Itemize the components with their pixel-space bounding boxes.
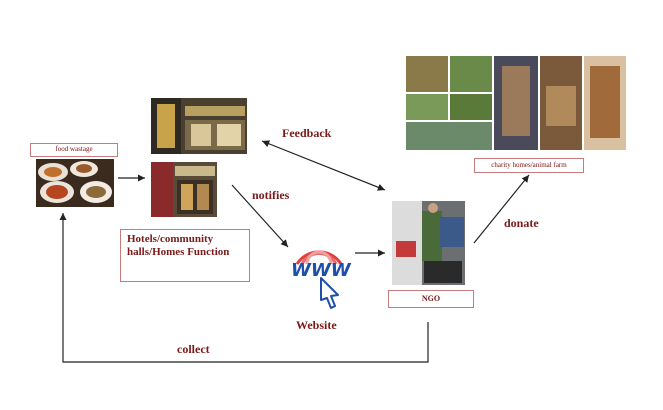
hotels-label: Hotels/community halls/Homes Function	[120, 229, 250, 282]
hand-pointer-icon: WWW	[291, 250, 352, 309]
arrow-feedback	[261, 140, 386, 191]
arrow-notifies	[231, 184, 289, 248]
donate-label: donate	[504, 216, 539, 230]
arrow-collect	[59, 213, 429, 363]
arrow-donate	[473, 174, 530, 244]
ngo-image	[392, 201, 465, 285]
community-hall-image	[151, 162, 217, 217]
food-wastage-image	[36, 159, 114, 207]
ngo-label: NGO	[388, 290, 474, 308]
collect-label: collect	[177, 342, 210, 356]
notifies-label: notifies	[252, 188, 290, 202]
food-wastage-label: food wastage	[30, 143, 118, 157]
www-text: WWW	[291, 260, 352, 281]
feedback-label: Feedback	[282, 126, 332, 140]
website-icon[interactable]: WWW	[283, 228, 355, 312]
charity-label: charity homes/animal farm	[474, 158, 584, 173]
hotel-exterior-image	[151, 98, 247, 154]
website-label: Website	[296, 318, 337, 332]
charity-image-collage	[406, 56, 626, 152]
